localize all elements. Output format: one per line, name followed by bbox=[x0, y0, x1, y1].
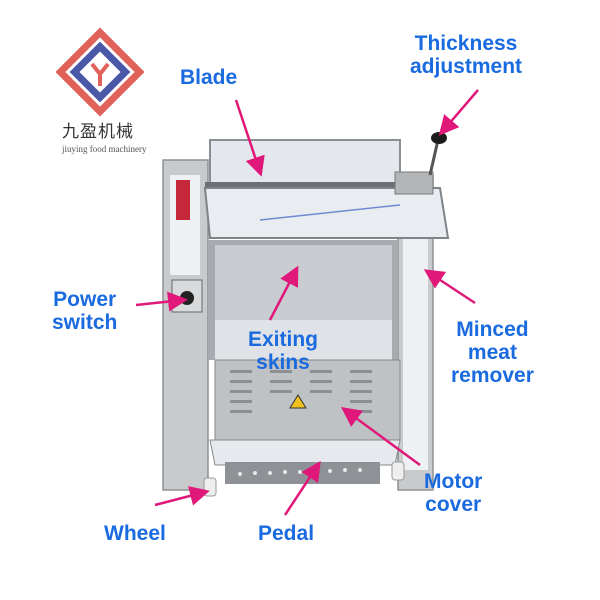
logo-chinese-name: 九盈机械 bbox=[62, 122, 134, 142]
callout-arrows bbox=[135, 89, 479, 516]
label-wheel: Wheel bbox=[104, 522, 166, 545]
label-motor-cover: Motor cover bbox=[424, 470, 483, 516]
label-pedal: Pedal bbox=[258, 522, 315, 545]
label-blade: Blade bbox=[180, 66, 238, 89]
logo-icon bbox=[55, 27, 145, 117]
warning-icon bbox=[289, 394, 307, 409]
label-thickness-adjustment: Thickness adjustment bbox=[410, 32, 523, 78]
label-power-switch: Power switch bbox=[52, 288, 118, 334]
wheel-icon bbox=[203, 477, 217, 497]
label-exiting-skins: Exiting skins bbox=[248, 328, 319, 374]
logo-english-name: jiuying food machinery bbox=[62, 144, 147, 154]
label-minced-meat-remover: Minced meat remover bbox=[451, 318, 534, 387]
wheel-icon bbox=[391, 461, 405, 481]
machine-body bbox=[162, 132, 450, 497]
